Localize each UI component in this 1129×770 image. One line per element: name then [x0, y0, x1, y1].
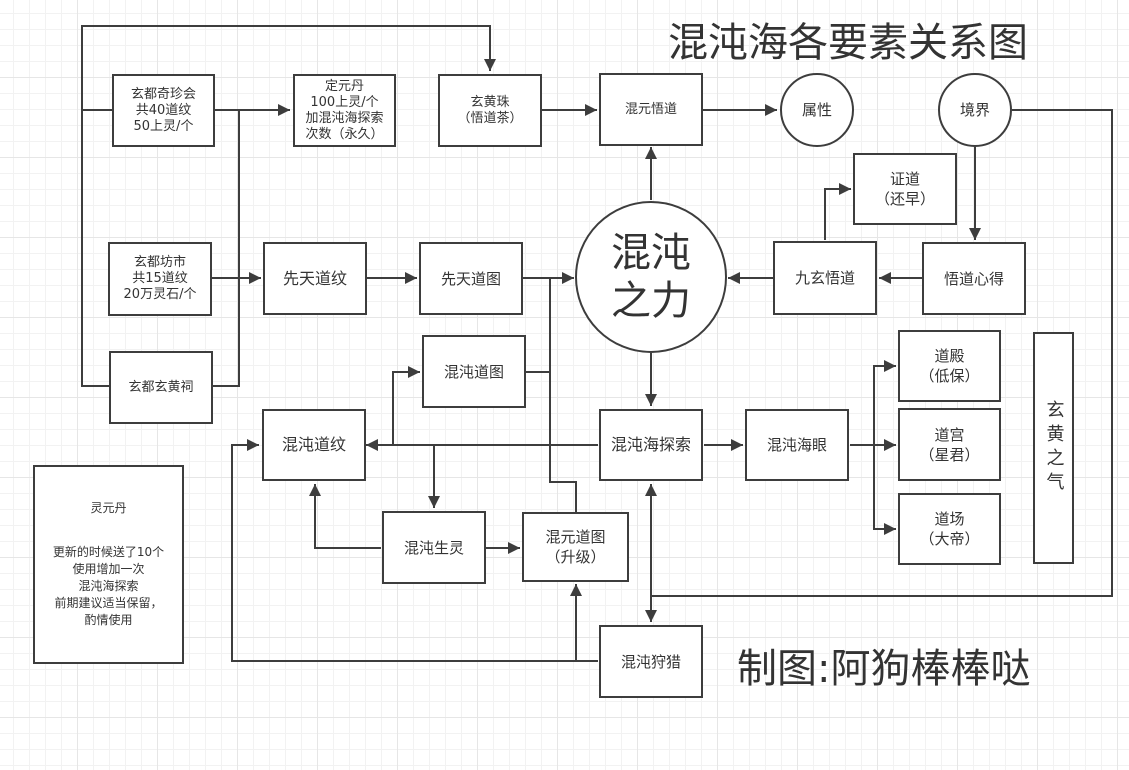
node-tansuo[interactable]: 混沌海探索	[599, 409, 703, 481]
author-credit: 制图:阿狗棒棒哒	[737, 646, 1031, 692]
node-qizhenhui[interactable]: 玄都奇珍会 共40道纹 50上灵/个	[112, 74, 215, 147]
node-daochang[interactable]: 道场 （大帝）	[898, 493, 1001, 565]
node-jiuxuanwudao[interactable]: 九玄悟道	[773, 241, 877, 315]
node-xuanhuangci[interactable]: 玄都玄黄祠	[109, 351, 213, 424]
node-shengling[interactable]: 混沌生灵	[382, 511, 486, 584]
node-hunyuandaotu[interactable]: 混元道图 （升级）	[522, 512, 629, 582]
edge-jingjie-loop	[651, 109, 1113, 597]
node-hundundaowen[interactable]: 混沌道纹	[262, 409, 366, 481]
edge-bus-daotu	[549, 278, 577, 512]
node-dingyuandan[interactable]: 定元丹 100上灵/个 加混沌海探索 次数（永久）	[293, 74, 396, 147]
node-haiyan[interactable]: 混沌海眼	[745, 409, 849, 481]
node-xuanhuangzhiqi[interactable]: 玄黄之气	[1033, 332, 1074, 564]
node-shoulie[interactable]: 混沌狩猎	[599, 625, 703, 698]
node-hunyuanwudao[interactable]: 混元悟道	[599, 73, 703, 146]
node-hundunzhili[interactable]: 混沌 之力	[575, 201, 727, 353]
node-xiantiandaowen[interactable]: 先天道纹	[263, 242, 367, 315]
diagram-title: 混沌海各要素关系图	[668, 20, 1028, 66]
edge-qizhenhui-bus	[213, 109, 240, 387]
edge-tansuo-hundundaotu	[392, 366, 420, 445]
note-title: 灵元丹	[90, 501, 127, 515]
edge-jiuxuanwudao-zhengdao	[824, 183, 851, 240]
node-xiantiandaotu[interactable]: 先天道图	[419, 242, 523, 315]
edge-shoulie-hunyuandaotu	[570, 584, 598, 662]
node-jingjie[interactable]: 境界	[938, 73, 1012, 147]
edge-haiyan-daodian	[873, 360, 896, 445]
node-daogong[interactable]: 道宫 （星君）	[898, 408, 1001, 481]
node-xuanhuangzhu[interactable]: 玄黄珠 （悟道茶）	[438, 74, 542, 147]
node-fangshi[interactable]: 玄都坊市 共15道纹 20万灵石/个	[108, 242, 212, 316]
edge-haiyan-daochang	[873, 445, 896, 535]
node-zhengdao[interactable]: 证道 （还早）	[853, 153, 957, 225]
node-wudaoxinde[interactable]: 悟道心得	[922, 242, 1026, 315]
node-daodian[interactable]: 道殿 （低保）	[898, 330, 1001, 402]
edge-shengling-hundundaowen	[309, 484, 381, 549]
edge-rail-left	[81, 26, 110, 387]
node-shuxing[interactable]: 属性	[780, 73, 854, 147]
note-body: 更新的时候送了10个 使用增加一次 混沌海探索 前期建议适当保留， 酌情使用	[52, 545, 165, 627]
note-lingyuandan: 灵元丹 更新的时候送了10个 使用增加一次 混沌海探索 前期建议适当保留， 酌情…	[33, 465, 184, 664]
node-hundundaotu[interactable]: 混沌道图	[422, 335, 526, 408]
edge-shoulie-hundundaowen	[231, 439, 576, 662]
